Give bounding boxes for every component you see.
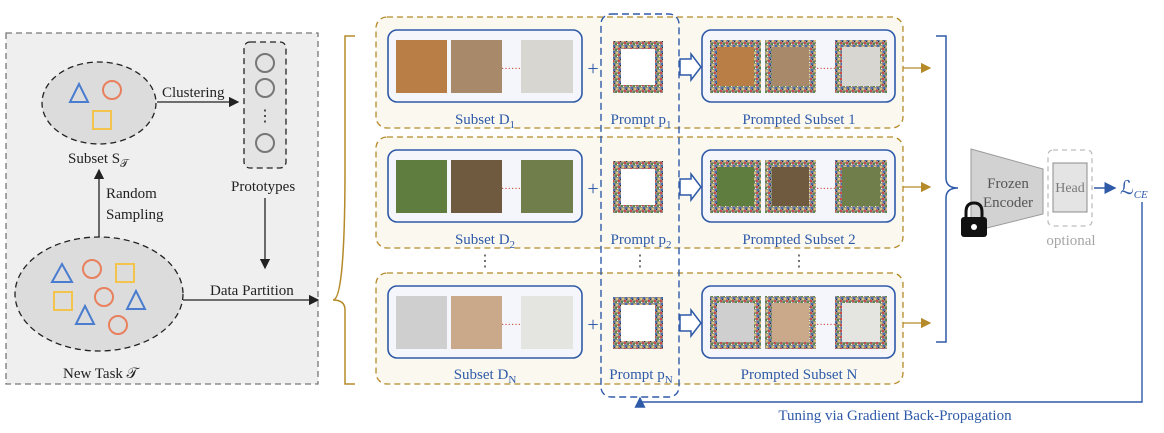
row-dots: ······ [501, 184, 521, 195]
row-dots: ······ [816, 64, 836, 75]
encoder-line2: Encoder [983, 195, 1033, 211]
loss-label: ℒCE [1120, 178, 1148, 201]
row-hollow-arrow [679, 171, 702, 203]
subset-label: Subset DN [454, 367, 517, 386]
prototype-circle [255, 78, 275, 98]
prompted-subset-label: Prompted Subset N [741, 367, 858, 383]
prompt-label: Prompt p1 [611, 112, 672, 131]
row-dots: ······ [501, 64, 521, 75]
prompted-subset-label: Prompted Subset 2 [742, 232, 855, 248]
row-dots: ······ [501, 320, 521, 331]
prompted-image-core [717, 167, 754, 206]
feedback-label: Tuning via Gradient Back-Propagation [778, 408, 1012, 424]
row-dots: ······ [816, 320, 836, 331]
row-hollow-arrow [679, 307, 702, 339]
prompted-image-core [842, 167, 880, 206]
circle-shape [102, 80, 122, 100]
square-shape [115, 263, 135, 283]
prompted-image-core [717, 47, 754, 86]
dog-image [396, 160, 447, 213]
prompted-image-core [772, 47, 809, 86]
lock-icon [961, 201, 987, 237]
encoder-line1: Frozen [987, 176, 1029, 192]
prototypes-box [243, 41, 287, 169]
sampling-label: Sampling [106, 207, 164, 223]
prompted-image-core [717, 303, 754, 342]
prototype-circle [255, 133, 275, 153]
dog-image [451, 160, 502, 213]
prompted-image-core [772, 303, 809, 342]
row-1: ······ Subset D1 + Prompt p1 ······ Prom… [375, 16, 932, 131]
vdots: ⋮ [477, 253, 493, 270]
circle-shape [94, 287, 114, 307]
row-dots: ······ [816, 184, 836, 195]
vdots: ⋮ [632, 253, 648, 270]
prompted-image-core [842, 303, 880, 342]
square-shape [53, 291, 73, 311]
square-shape [92, 110, 112, 130]
prompt-center [621, 169, 655, 205]
clustering-label: Clustering [162, 85, 225, 101]
prompt-center [621, 49, 655, 85]
row-3: ······ Subset DN + Prompt pN ······ Prom… [375, 272, 932, 386]
triangle-shape [50, 261, 74, 283]
subset-s-label: Subset S𝒯 [68, 151, 130, 170]
prototype-vdots: ⋮ [257, 108, 273, 125]
prototype-circle [255, 53, 275, 73]
dog-image [521, 160, 573, 213]
triangle-shape [74, 303, 96, 325]
new-task-label: New Task 𝒯 [63, 366, 141, 382]
dog-image [451, 40, 502, 93]
dog-image [396, 296, 447, 349]
prompted-image-core [772, 167, 809, 206]
vdots: ⋮ [791, 253, 807, 270]
head-block [1052, 162, 1088, 213]
triangle-shape [68, 81, 90, 103]
prototypes-label: Prototypes [231, 179, 295, 195]
dog-image [521, 296, 573, 349]
head-label: Head [1055, 181, 1085, 196]
row-hollow-arrow [679, 51, 702, 83]
circle-shape [108, 315, 128, 335]
plus-sign: + [587, 178, 598, 200]
plus-sign: + [587, 314, 598, 336]
optional-label: optional [1046, 233, 1095, 249]
feedback-path [634, 202, 1143, 408]
partition-brace [332, 35, 355, 385]
prompted-subset-label: Prompted Subset 1 [742, 112, 855, 128]
subset-label: Subset D1 [455, 112, 515, 131]
dog-image [521, 40, 573, 93]
dog-image [396, 40, 447, 93]
dog-image [451, 296, 502, 349]
triangle-shape [125, 288, 147, 310]
subset-s-ellipse [41, 61, 157, 145]
random-label: Random [106, 186, 157, 202]
prompt-label: Prompt p2 [611, 232, 672, 251]
subset-label: Subset D2 [455, 232, 515, 251]
prompted-image-core [842, 47, 880, 86]
data-partition-label: Data Partition [210, 283, 294, 299]
prompt-center [621, 305, 655, 341]
circle-shape [82, 259, 102, 279]
head-frame [1047, 149, 1093, 227]
plus-sign: + [587, 58, 598, 80]
encoder-brace [936, 35, 959, 343]
shared-prompt-column [600, 13, 680, 398]
row-2: ······ Subset D2 + Prompt p2 ······ Prom… [375, 136, 932, 251]
new-task-ellipse [14, 236, 184, 352]
prompt-label: Prompt pN [609, 367, 672, 386]
